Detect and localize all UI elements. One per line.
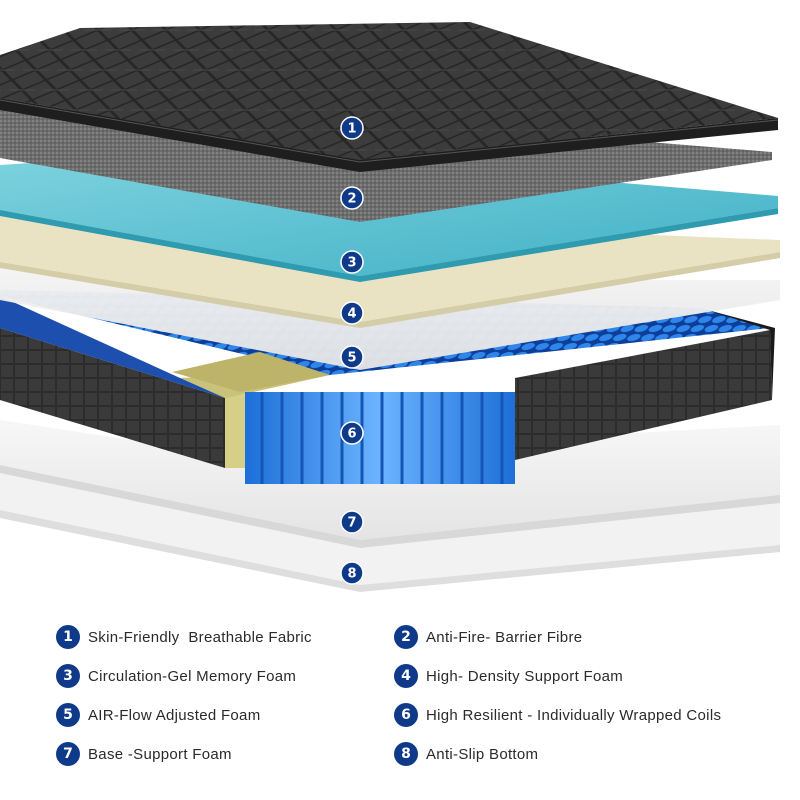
legend-label-4: High- Density Support Foam	[426, 667, 624, 685]
layer-badge-number-5: 5	[347, 351, 356, 366]
layer-badge-3: 3	[340, 250, 364, 274]
legend-label-1: Skin-Friendly Breathable Fabric	[88, 628, 312, 646]
legend-label-2: Anti-Fire- Barrier Fibre	[426, 628, 583, 646]
legend-item-6: 6 High Resilient - Individually Wrapped …	[394, 700, 721, 730]
layer-badge-1: 1	[340, 116, 364, 140]
legend-item-7: 7 Base -Support Foam	[56, 739, 232, 769]
legend-item-8: 8 Anti-Slip Bottom	[394, 739, 538, 769]
layer-badge-number-1: 1	[347, 122, 356, 137]
legend-item-1: 1 Skin-Friendly Breathable Fabric	[56, 622, 312, 652]
layer-badge-7: 7	[340, 510, 364, 534]
layer-badge-number-4: 4	[347, 307, 356, 322]
legend-label-8: Anti-Slip Bottom	[426, 745, 539, 763]
layer-badge-2: 2	[340, 186, 364, 210]
legend-badge-4: 4	[394, 664, 418, 688]
legend-label-7: Base -Support Foam	[88, 745, 232, 763]
layer-badge-4: 4	[340, 301, 364, 325]
legend-item-2: 2 Anti-Fire- Barrier Fibre	[394, 622, 582, 652]
layer-badge-number-2: 2	[347, 192, 356, 207]
legend-badge-8: 8	[394, 742, 418, 766]
legend-item-4: 4 High- Density Support Foam	[394, 661, 623, 691]
layer-1-quilted-fabric	[0, 22, 779, 172]
legend-label-6: High Resilient - Individually Wrapped Co…	[426, 706, 722, 724]
layer-badge-number-7: 7	[347, 516, 356, 531]
legend-badge-7: 7	[56, 742, 80, 766]
legend-badge-6: 6	[394, 703, 418, 727]
legend-label-3: Circulation-Gel Memory Foam	[88, 667, 297, 685]
legend-badge-5: 5	[56, 703, 80, 727]
layer-legend: 1 Skin-Friendly Breathable Fabric 2 Anti…	[56, 622, 776, 782]
layer-badge-number-8: 8	[347, 567, 356, 582]
legend-label-5: AIR-Flow Adjusted Foam	[88, 706, 261, 724]
layer-badge-number-3: 3	[347, 256, 356, 271]
layer-badge-5: 5	[340, 345, 364, 369]
layer-badge-6: 6	[340, 421, 364, 445]
legend-badge-2: 2	[394, 625, 418, 649]
legend-item-5: 5 AIR-Flow Adjusted Foam	[56, 700, 261, 730]
layer-badge-8: 8	[340, 561, 364, 585]
legend-item-3: 3 Circulation-Gel Memory Foam	[56, 661, 296, 691]
layer-badge-number-6: 6	[347, 427, 356, 442]
legend-badge-1: 1	[56, 625, 80, 649]
mattress-layers-illustration: 1 2 3 4 5 6 7 8	[0, 22, 780, 592]
legend-badge-3: 3	[56, 664, 80, 688]
